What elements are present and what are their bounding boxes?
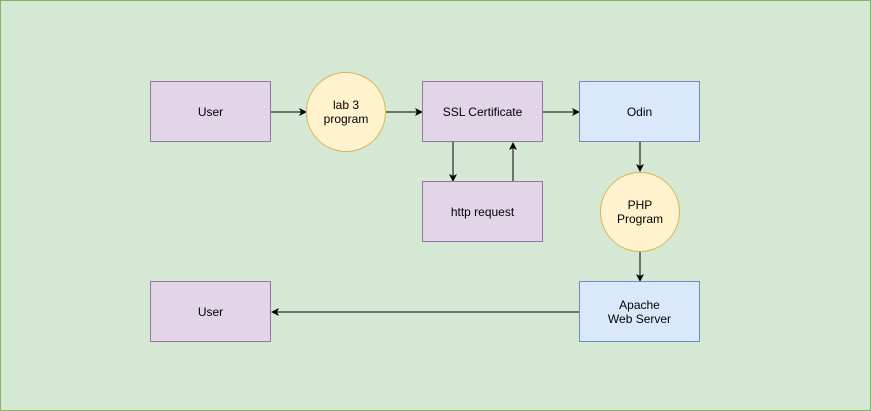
odin-label: Odin xyxy=(626,104,653,119)
odin-node[interactable]: Odin xyxy=(579,81,700,142)
lab3-program-node[interactable]: lab 3 program xyxy=(306,72,386,152)
user-start-node[interactable]: User xyxy=(150,81,271,142)
apache-web-server-node[interactable]: Apache Web Server xyxy=(579,281,700,342)
php-program-node[interactable]: PHP Program xyxy=(600,172,680,252)
ssl-certificate-label: SSL Certificate xyxy=(442,104,523,119)
user-start-label: User xyxy=(197,104,224,119)
user-end-label: User xyxy=(197,304,224,319)
php-program-label: PHP Program xyxy=(616,198,663,226)
ssl-certificate-node[interactable]: SSL Certificate xyxy=(422,81,543,142)
http-request-label: http request xyxy=(450,204,515,219)
apache-web-server-label: Apache Web Server xyxy=(607,297,672,326)
lab3-program-label: lab 3 program xyxy=(323,98,369,126)
user-end-node[interactable]: User xyxy=(150,281,271,342)
http-request-node[interactable]: http request xyxy=(422,181,543,242)
